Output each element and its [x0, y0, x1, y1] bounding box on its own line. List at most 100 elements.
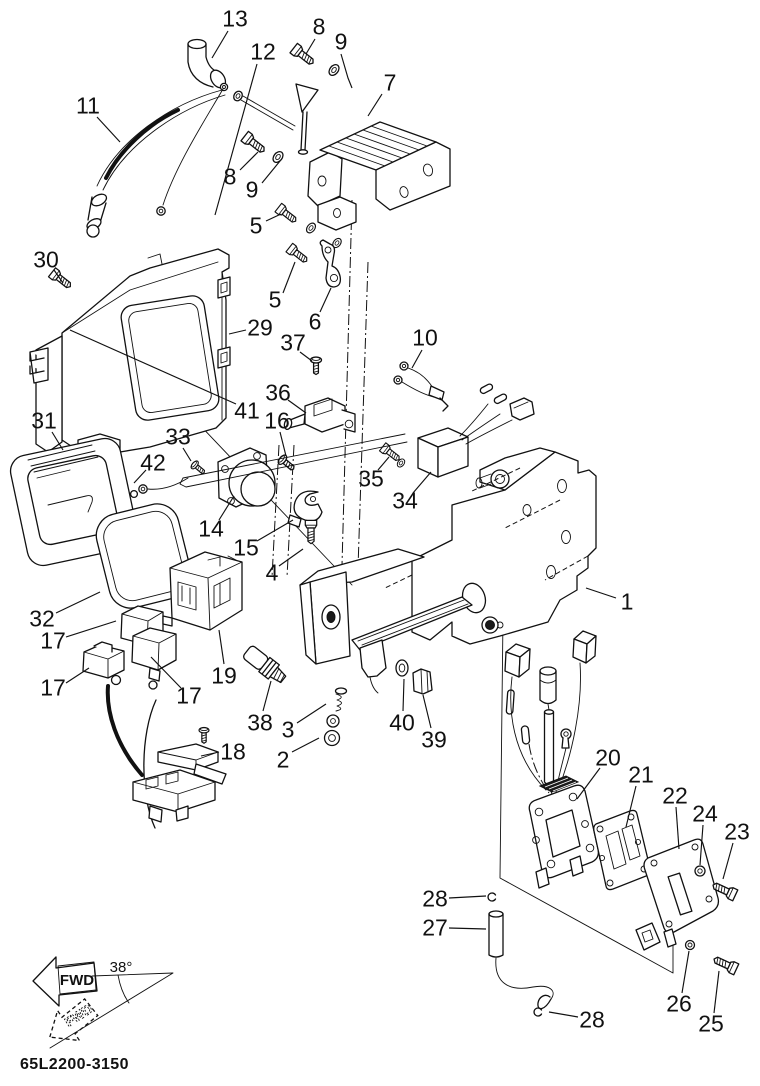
screw-16 — [275, 452, 298, 474]
callout-40-36: 40 — [389, 709, 415, 736]
leader-line-6-10 — [319, 287, 332, 313]
part-18-fuse-bracket — [132, 726, 227, 823]
leader-line-9-7 — [261, 160, 281, 184]
leader-line-17-27 — [65, 620, 117, 638]
leader-line-16-17 — [279, 431, 287, 457]
callout-6-10: 6 — [308, 308, 322, 335]
leader-line-12-3 — [214, 63, 258, 216]
callout-24-41: 24 — [692, 800, 718, 827]
callout-17-27: 17 — [40, 627, 66, 654]
leader-line-42-20 — [133, 469, 147, 484]
part-17-switch-b — [131, 627, 177, 690]
leader-lines — [51, 30, 734, 1018]
leader-line-26-45 — [681, 950, 690, 994]
part-42-lead-wire — [129, 477, 189, 499]
leader-line-38-32 — [262, 680, 272, 712]
callout-32-26: 32 — [29, 605, 55, 632]
leader-line-2-34 — [291, 737, 320, 753]
leader-line-31-18 — [51, 431, 64, 451]
callout-22-40: 22 — [662, 782, 688, 809]
leader-line-37-13 — [299, 351, 313, 362]
bolt-5a — [274, 202, 300, 226]
harness-wire-thick — [105, 684, 144, 777]
callout-33-19: 33 — [165, 423, 191, 450]
callout-25-46: 25 — [698, 1010, 724, 1037]
callout-28-43: 28 — [422, 885, 448, 912]
leader-line-40-36 — [402, 678, 405, 712]
screw-37 — [309, 356, 323, 376]
callout-7-4: 7 — [383, 69, 397, 96]
part-27-tube — [488, 910, 504, 958]
part-13-elbow-grommet — [187, 38, 229, 92]
callout-42-20: 42 — [140, 449, 166, 476]
callout-17-30: 17 — [176, 682, 202, 709]
leader-line-7-4 — [367, 93, 383, 117]
leader-line-1-31 — [585, 587, 617, 599]
part-40-washer — [395, 659, 409, 677]
callout-8-1: 8 — [312, 13, 326, 40]
callout-13-0: 13 — [222, 5, 248, 32]
callout-11-5: 11 — [76, 92, 100, 119]
callout-10-14: 10 — [412, 324, 438, 351]
part-21-gasket — [593, 809, 651, 891]
callout-12-3: 12 — [250, 38, 276, 65]
part-34-unit — [417, 383, 535, 478]
part-19-relay — [169, 551, 243, 631]
callout-14-23: 14 — [198, 515, 224, 542]
wire-harness-connectors — [504, 630, 597, 795]
callout-15-24: 15 — [233, 534, 259, 561]
part-3-spring-plunger — [326, 687, 348, 728]
leader-line-35-21 — [377, 456, 390, 471]
callout-18-35: 18 — [220, 738, 246, 765]
leader-line-33-19 — [182, 447, 192, 462]
leader-line-8-1 — [305, 38, 316, 55]
leader-line-32-26 — [55, 591, 101, 614]
callout-19-29: 19 — [211, 662, 237, 689]
leader-line-28-47 — [548, 1011, 579, 1018]
leader-line-29-12 — [228, 329, 247, 335]
callout-29-12: 29 — [247, 314, 273, 341]
washer-6a — [304, 220, 318, 236]
part-32-seal — [95, 503, 193, 609]
leader-line-8-6 — [239, 151, 259, 171]
leader-line-5-9 — [282, 261, 296, 294]
angle-annotation: 38° — [49, 959, 174, 1049]
part-22-cover-plate — [635, 838, 720, 951]
link-plate-6 — [319, 239, 342, 288]
washer-26 — [684, 939, 696, 951]
callout-37-13: 37 — [280, 329, 306, 356]
part-36-sensor — [283, 397, 356, 433]
bolt-4 — [304, 519, 318, 545]
part-29-cover — [29, 248, 231, 471]
leader-line-25-46 — [713, 970, 720, 1014]
bolt-8a — [289, 42, 318, 69]
lead-wire-hook — [495, 957, 554, 1010]
part-12-pin-washer — [233, 90, 296, 131]
leader-line-21-39 — [625, 785, 637, 828]
leader-line-27-44 — [448, 927, 487, 930]
callout-34-22: 34 — [392, 487, 418, 514]
leader-line-28-43 — [448, 895, 487, 899]
leader-line-17-28 — [65, 667, 90, 684]
bolt-5b — [285, 242, 311, 266]
callout-41-16: 41 — [234, 397, 260, 424]
callout-3-33: 3 — [281, 716, 295, 743]
callout-21-39: 21 — [628, 761, 654, 788]
callout-38-32: 38 — [247, 709, 273, 736]
part-28-clip-b — [533, 1007, 543, 1017]
washer-24 — [694, 865, 706, 877]
leader-line-11-5 — [96, 116, 121, 143]
washer-9a — [326, 62, 342, 78]
callout-17-28: 17 — [40, 674, 66, 701]
callout-23-42: 23 — [724, 818, 750, 845]
leader-line-34-22 — [412, 471, 432, 494]
leader-line-9-2 — [340, 53, 353, 89]
leader-line-23-42 — [722, 842, 734, 880]
callout-1-31: 1 — [620, 588, 634, 615]
leader-line-15-24 — [256, 519, 294, 542]
callout-35-21: 35 — [358, 465, 384, 492]
fwd-arrow-dashed: FWD — [48, 998, 99, 1042]
callout-5-8: 5 — [249, 212, 263, 239]
part-15-clamp — [287, 490, 323, 528]
